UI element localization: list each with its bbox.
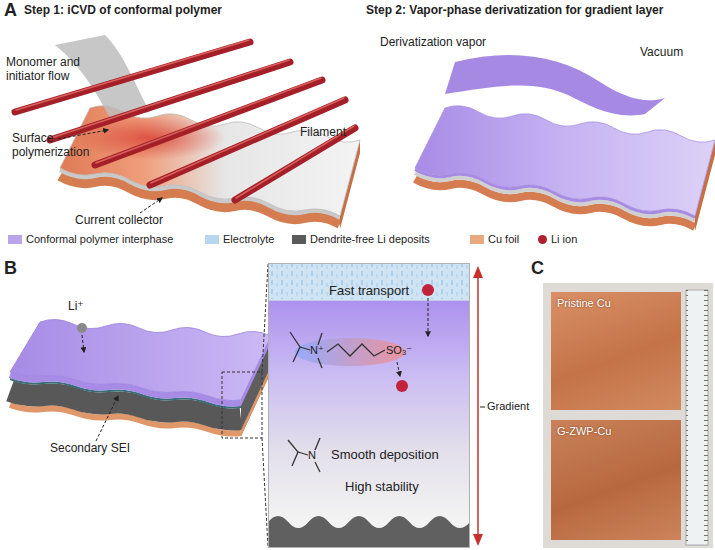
slab-surface [10, 319, 271, 400]
inset-background [268, 263, 470, 548]
part-label: Derivatization vapor [380, 36, 486, 50]
li-ion-dot [396, 380, 408, 392]
sample-label: Pristine Cu [557, 297, 611, 310]
panel-letter: B [4, 258, 17, 279]
chemical-label: N⁺ [310, 344, 324, 357]
legend-item: Cu foil [470, 233, 519, 245]
li-ion-dot [422, 284, 434, 296]
zwitterion-structure [290, 332, 385, 368]
legend-item: Electrolyte [205, 233, 274, 245]
part-label: Surface polymerization [12, 132, 104, 160]
part-label: Filament [300, 126, 346, 140]
inset-art [268, 263, 470, 548]
ruler-ticks [686, 290, 708, 545]
leader-arrow [96, 396, 118, 441]
legend-text: Cu foil [488, 233, 519, 245]
bond [298, 452, 308, 455]
filament-highlight [151, 98, 344, 183]
li-ion-dot [77, 323, 87, 333]
legend-text: Dendrite-free Li deposits [310, 233, 430, 245]
copper-foil-photo: G-ZWP-Cu [551, 420, 681, 540]
chemical-label: SO₃⁻ [386, 344, 412, 357]
panel-letter: C [531, 258, 544, 279]
bond [318, 358, 322, 368]
bond [290, 332, 300, 362]
leader-arrow [82, 335, 84, 352]
filament-rod [50, 62, 290, 140]
bond [300, 347, 310, 350]
legend-text: Conformal polymer interphase [26, 233, 173, 245]
legend-swatch [470, 235, 484, 244]
step1-slab [55, 35, 360, 229]
derivatization-vapor-sheet [445, 55, 665, 115]
legend-text: Electrolyte [223, 233, 274, 245]
bond [318, 333, 322, 345]
zoom-box [222, 372, 262, 438]
part-label: Current collector [75, 214, 163, 228]
arrow-shaft [477, 272, 479, 540]
sample-label: G-ZWP-Cu [557, 425, 611, 438]
step2-slab [415, 55, 715, 231]
slab-surface [415, 106, 715, 216]
step-title: Step 1: iCVD of conformal polymer [24, 4, 222, 18]
gradient-arrow [473, 266, 485, 546]
legend-swatch [538, 235, 547, 244]
legend-swatch [205, 235, 219, 244]
ion-label: Li⁺ [68, 300, 84, 314]
lithium-deposit [268, 516, 470, 548]
part-label: Vacuum [640, 46, 683, 60]
gradient-interphase-inset: Fast transportSmooth depositionHigh stab… [268, 263, 470, 548]
amine-structure [288, 438, 320, 472]
arrow-head [473, 534, 483, 546]
leader-arrow [140, 198, 162, 213]
bond [327, 344, 385, 356]
property-label: High stability [345, 480, 419, 495]
transport-arrow [428, 298, 429, 336]
tick-mark [480, 407, 485, 408]
legend-item: Dendrite-free Li deposits [292, 233, 430, 245]
filament-rod [150, 100, 345, 185]
arrow-head [473, 266, 483, 278]
filament-highlight [236, 126, 354, 198]
chemical-label: N [308, 449, 316, 462]
legend-swatch [292, 235, 306, 244]
property-label: Smooth deposition [331, 448, 439, 463]
step-title: Step 2: Vapor-phase derivatization for g… [366, 4, 714, 18]
electrolyte-texture [268, 263, 470, 299]
ruler [686, 290, 708, 545]
bond [315, 438, 320, 450]
part-label: Monomer and initiator flow [6, 56, 106, 84]
transport-arrow [397, 362, 400, 376]
copper-foil-photo: Pristine Cu [551, 292, 681, 410]
photo-background [543, 283, 713, 548]
axis-label: Gradient [487, 400, 529, 413]
lithium-slab [10, 319, 271, 436]
bond [315, 462, 320, 472]
legend-item: Li ion [538, 233, 577, 245]
legend-text: Li ion [551, 233, 577, 245]
property-label: Fast transport [329, 284, 409, 299]
bond [288, 440, 298, 466]
legend-swatch [8, 235, 22, 244]
legend: Conformal polymer interphase Electrolyte D… [0, 233, 715, 249]
panel-letter: A [4, 0, 17, 21]
filament-highlight [96, 78, 321, 163]
legend-item: Conformal polymer interphase [8, 233, 173, 245]
leader-arrow [58, 130, 108, 139]
part-label: Secondary SEI [50, 442, 130, 456]
filament-highlight [51, 60, 289, 138]
